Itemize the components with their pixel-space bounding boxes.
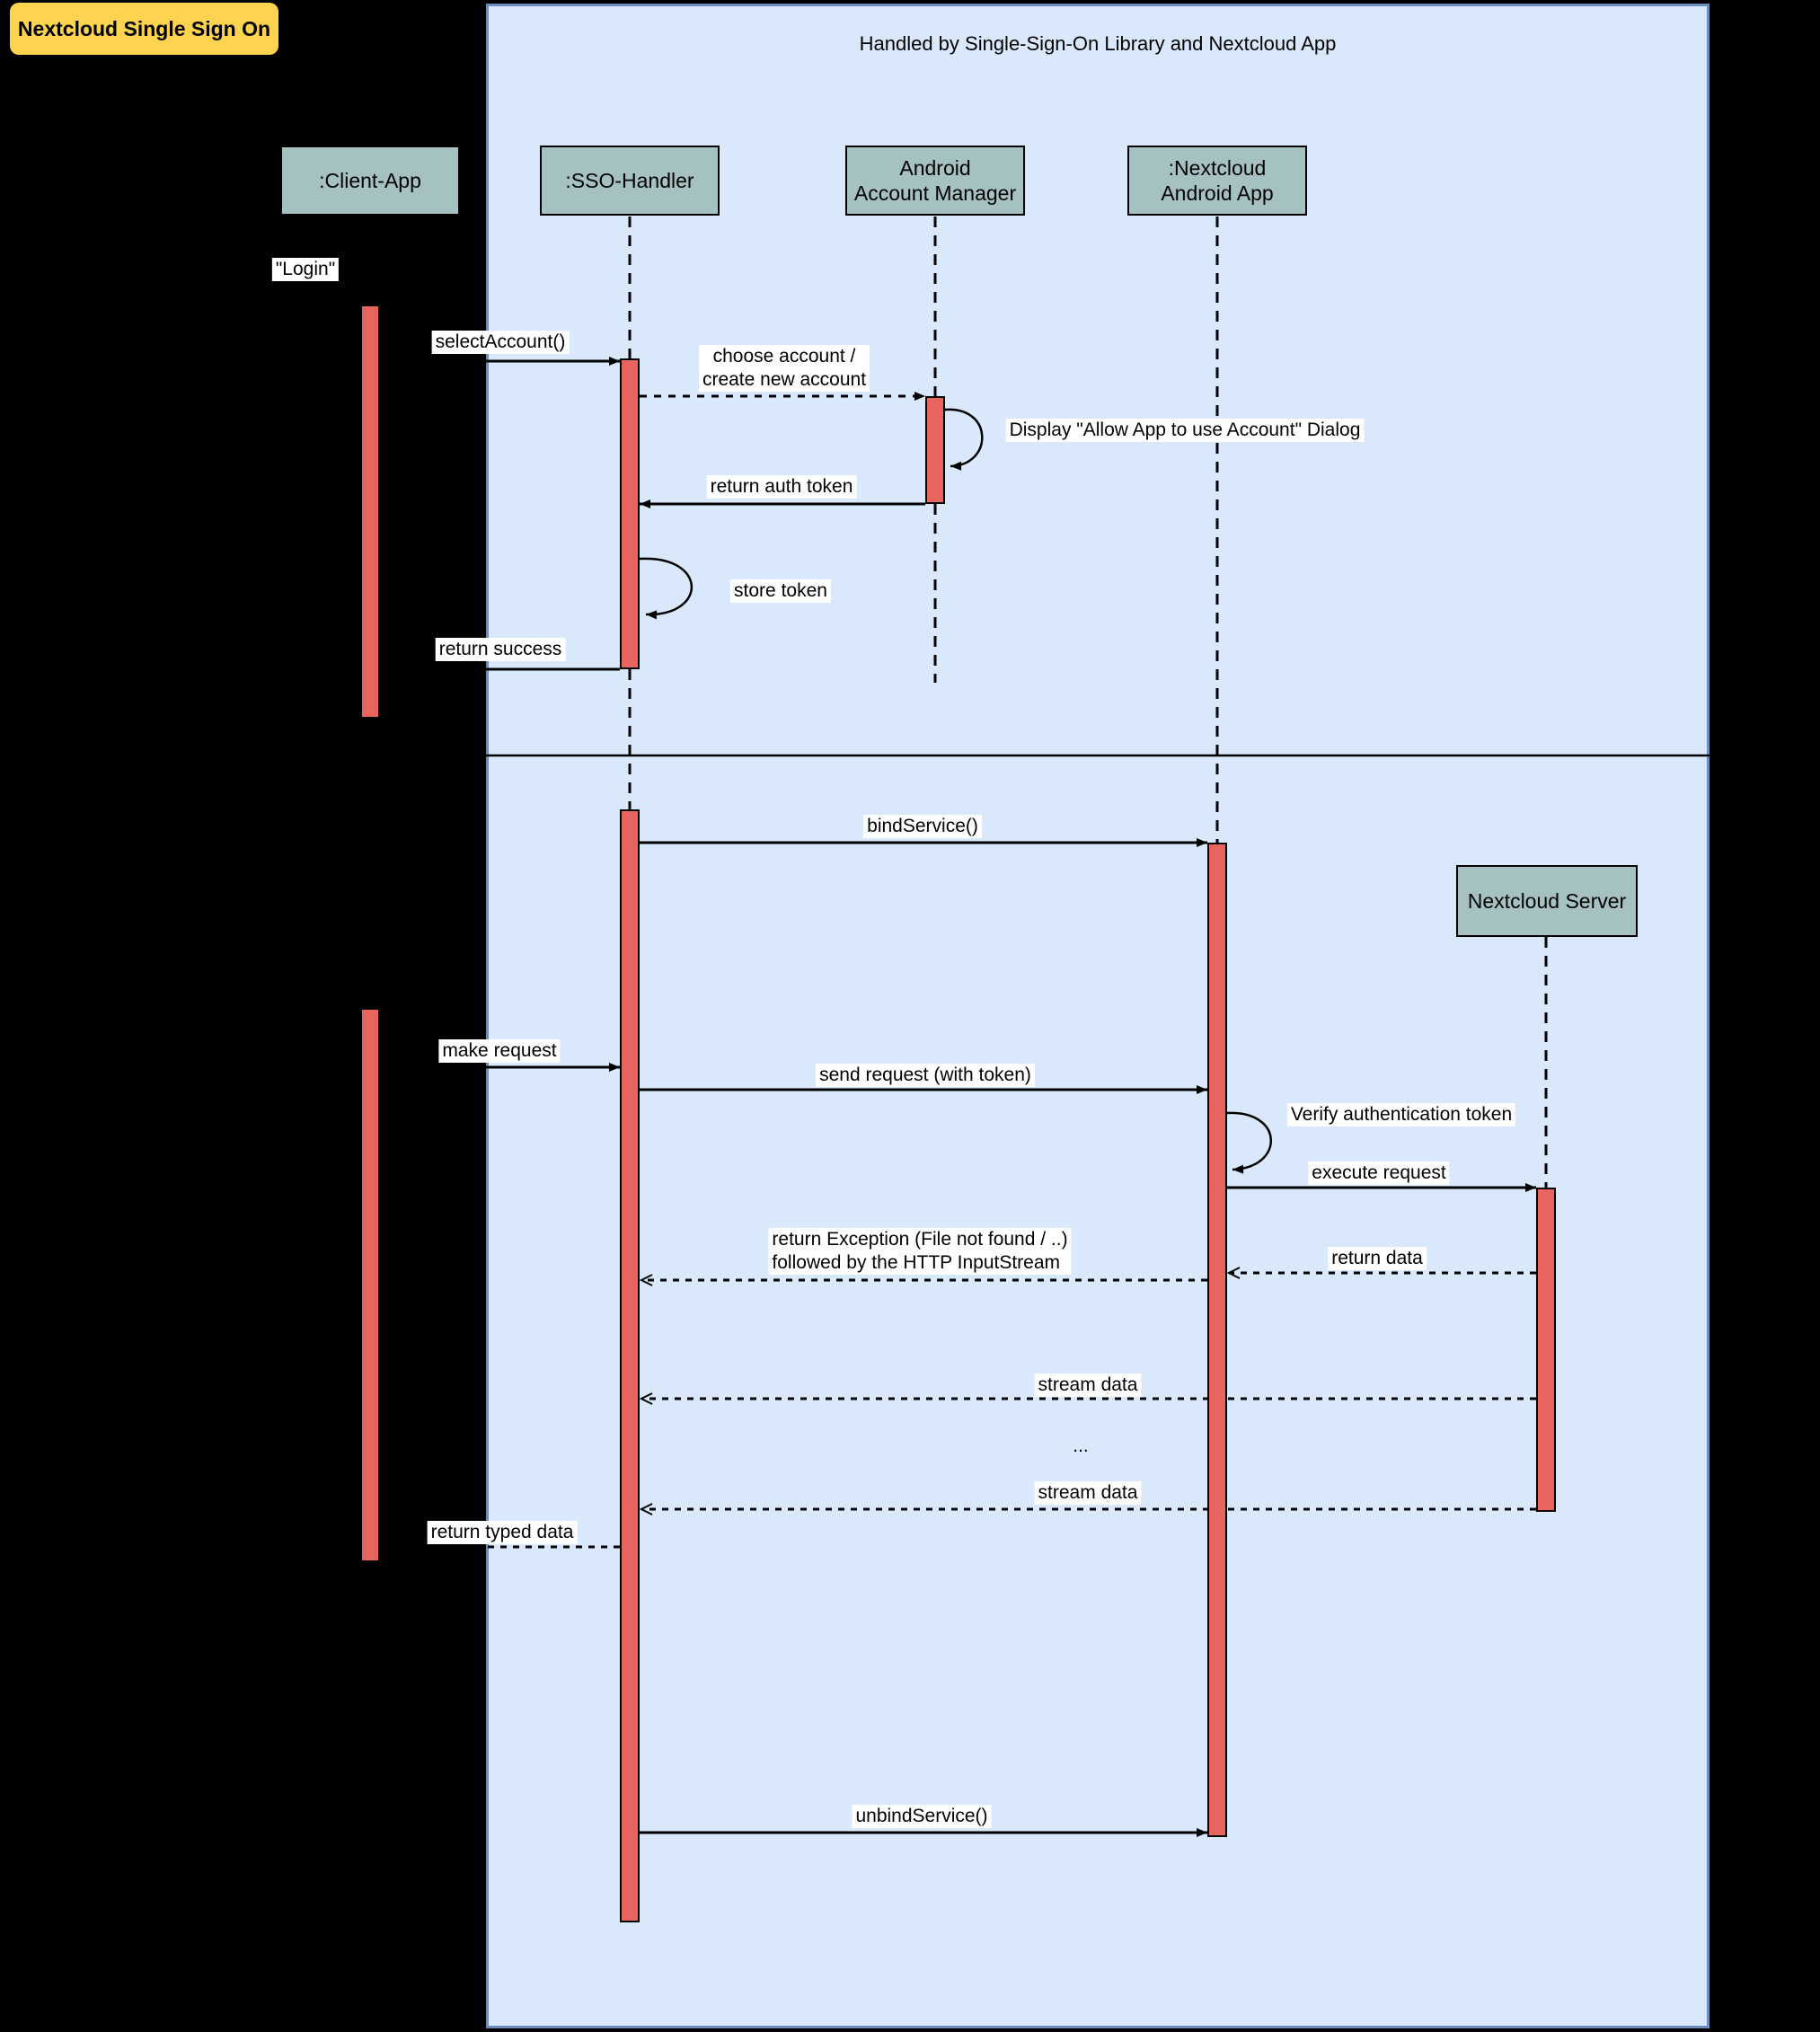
sso-library-frame — [486, 4, 1710, 2028]
label-send-request: send request (with token) — [816, 1064, 1035, 1087]
participant-nextcloud-server-label: Nextcloud Server — [1467, 889, 1627, 913]
label-bind-service: bindService() — [863, 815, 982, 838]
participant-nextcloud-app-label-2: Android App — [1161, 181, 1274, 205]
participant-account-manager-label-2: Account Manager — [853, 181, 1017, 205]
participant-account-manager-label-1: Android — [899, 156, 971, 180]
label-select-account: selectAccount() — [431, 331, 570, 354]
participant-client-app-label: :Client-App — [319, 169, 421, 192]
arc-verify-token — [1226, 1111, 1272, 1174]
frame-title: Handled by Single-Sign-On Library and Ne… — [859, 32, 1337, 55]
label-return-exception-line2: followed by the HTTP InputStream — [772, 1252, 1061, 1273]
call-arrows — [380, 357, 1536, 1837]
label-return-typed-data: return typed data — [427, 1521, 578, 1544]
lifelines — [368, 216, 1548, 1188]
label-choose-account-line1: choose account / — [712, 346, 856, 367]
label-make-request: make request — [438, 1039, 561, 1063]
activation-client-2 — [360, 1008, 380, 1562]
activation-account-manager — [925, 396, 945, 504]
label-return-exception: return Exception (File not found / ..) f… — [768, 1228, 1072, 1275]
participant-nextcloud-app: :Nextcloud Android App — [1127, 146, 1307, 216]
label-return-success: return success — [435, 638, 566, 661]
label-unbind-service: unbindService() — [852, 1805, 992, 1828]
activation-nextcloud-app — [1207, 843, 1227, 1837]
participant-nextcloud-server: Nextcloud Server — [1456, 865, 1638, 937]
label-return-exception-line1: return Exception (File not found / ..) — [772, 1229, 1068, 1250]
activation-sso-2 — [620, 809, 640, 1922]
participant-client-app: :Client-App — [280, 146, 460, 216]
activation-server — [1536, 1188, 1556, 1512]
label-choose-account: choose account / create new account — [698, 345, 870, 392]
label-verify-token: Verify authentication token — [1286, 1103, 1516, 1126]
label-return-data: return data — [1328, 1247, 1427, 1270]
participant-sso-handler-label: :SSO-Handler — [565, 169, 694, 192]
label-login: "Login" — [271, 258, 340, 281]
arc-display-dialog — [944, 408, 984, 471]
diagram-title-badge: Nextcloud Single Sign On — [10, 3, 278, 55]
self-arcs — [639, 408, 1272, 1174]
arc-store-token — [639, 557, 694, 620]
participant-sso-handler: :SSO-Handler — [540, 146, 720, 216]
activation-client-1 — [360, 305, 380, 719]
label-return-auth-token: return auth token — [706, 475, 857, 499]
label-execute-request: execute request — [1308, 1162, 1450, 1185]
activation-sso-1 — [620, 358, 640, 669]
label-stream-data-2: stream data — [1034, 1481, 1142, 1505]
label-stream-data-1: stream data — [1034, 1374, 1142, 1397]
participant-account-manager: Android Account Manager — [845, 146, 1025, 216]
label-store-token: store token — [730, 579, 831, 603]
label-choose-account-line2: create new account — [702, 369, 867, 390]
label-display-dialog: Display "Allow App to use Account" Dialo… — [1005, 419, 1365, 442]
label-ellipsis: ... — [1073, 1436, 1089, 1456]
participant-nextcloud-app-label-1: :Nextcloud — [1168, 156, 1267, 180]
return-arrows — [382, 1273, 1536, 1547]
